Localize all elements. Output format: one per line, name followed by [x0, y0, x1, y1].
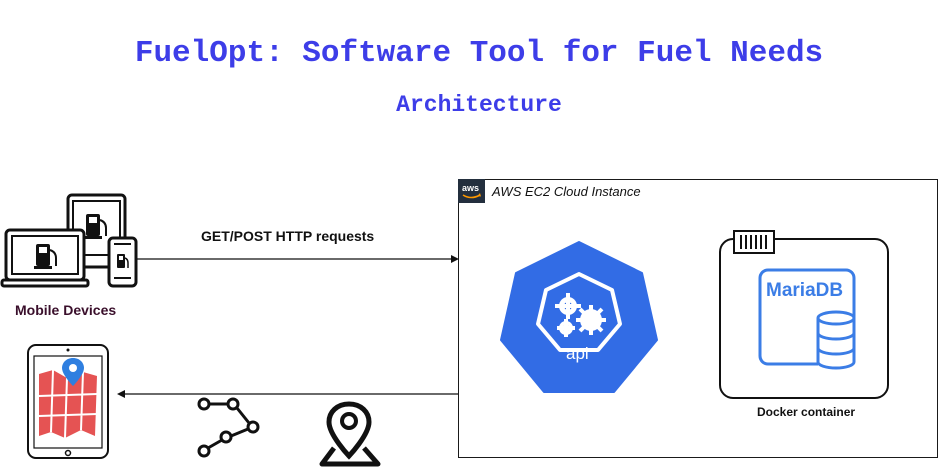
kubernetes-api-icon: [500, 241, 658, 393]
aws-icon: aws: [458, 179, 485, 203]
mobile-devices-icon: [0, 193, 138, 288]
request-label: GET/POST HTTP requests: [201, 228, 375, 244]
mariadb-label: MariaDB: [766, 280, 844, 301]
page-title: FuelOpt: Software Tool for Fuel Needs: [134, 36, 824, 71]
page-subtitle: Architecture: [396, 92, 562, 118]
response-arrow: [117, 390, 458, 398]
aws-ec2-cloud-label: AWS EC2 Cloud Instance: [492, 184, 641, 199]
docker-container-label: Docker container: [757, 405, 856, 419]
location-pin-icon: [319, 401, 381, 467]
container-icon: [733, 230, 775, 254]
request-arrow: [137, 255, 459, 263]
database-icon: [816, 310, 856, 370]
svg-text:aws: aws: [462, 183, 479, 193]
api-label: api: [566, 344, 589, 363]
tablet-map-icon: [27, 344, 109, 459]
route-icon: [197, 397, 260, 458]
aws-ec2-cloud-box: [458, 179, 938, 458]
mobile-devices-label: Mobile Devices: [15, 302, 117, 318]
